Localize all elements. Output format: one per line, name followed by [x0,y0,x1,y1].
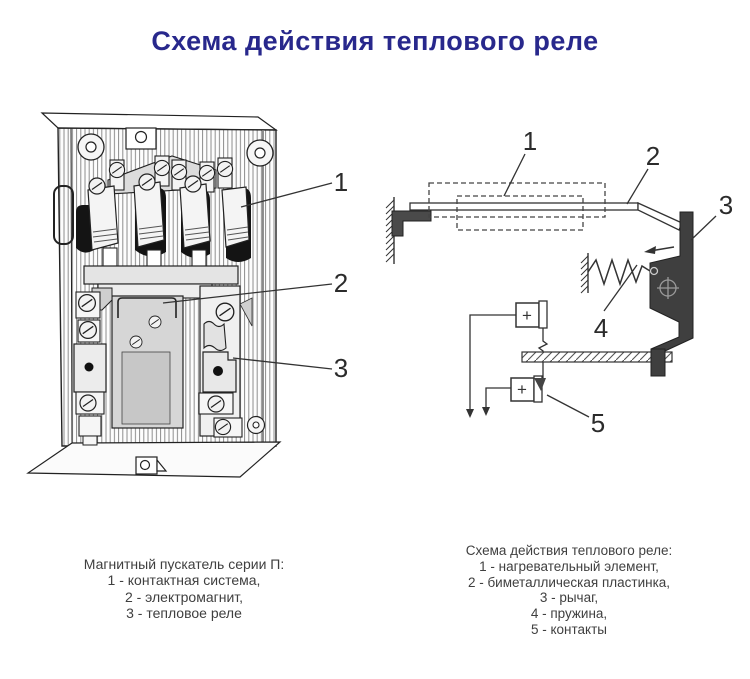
spring-attachment-pin [649,266,659,276]
contact-system [76,155,251,299]
leader-lines [503,153,717,418]
left-caption-item: 1 - контактная система, [107,572,261,589]
right-caption-heading: Схема действия теплового реле: [465,543,673,558]
thermal-relay-schematic: + + 1 2 3 4 5 [385,126,733,438]
thermal-relay-left [73,287,113,446]
wire-arrow-icon [482,407,490,416]
callout-electromagnet: 2 [334,268,348,298]
wire-loop [53,185,74,245]
callout-heater: 1 [523,126,537,156]
right-caption: Схема действия теплового реле: 1 - нагре… [419,543,719,638]
terminal-screw-icon [170,163,188,181]
contact-lower: + [510,375,546,403]
callout-bimetal-strip: 2 [646,141,660,171]
right-caption-item: 5 - контакты [530,621,607,637]
relay-screw-icon [207,395,225,413]
contact-screw-icon [88,177,106,195]
top-center-tab [125,127,157,150]
callout-spring: 4 [594,313,608,343]
relay-screw-icon [214,418,232,436]
contact-covers [87,181,250,251]
terminal-screw-icon [153,159,171,177]
plate-top-flap [40,112,278,131]
movement-arrow-icon [644,246,675,254]
contact-stems [102,247,207,271]
relay-screw-icon [77,293,97,313]
lever-pivot-icon [657,277,679,299]
callout-contacts: 5 [591,408,605,438]
spring [587,257,651,287]
electromagnet-screw-icon [129,335,143,349]
callout-thermal-relay: 3 [334,353,348,383]
bimetal-strip [409,202,639,211]
contact-screw-icon [138,173,156,191]
relay-screw-icon [79,394,97,412]
terminal-screw-icon [108,161,126,179]
page-title: Схема действия теплового реле [151,26,599,56]
spring-wall-anchor [580,253,589,294]
right-caption-item: 2 - биметаллическая пластинка, [467,574,671,590]
terminal-screw-icon [198,164,216,182]
callout-contact-system: 1 [334,167,348,197]
mounting-hole-right [246,139,274,167]
left-caption-heading: Магнитный пускатель серии П: [83,556,285,572]
electromagnet-screw-icon [148,315,162,329]
plate-left-edge [70,127,73,446]
lever-foot-over-bar [650,348,666,377]
strip-clamp-bracket [391,210,432,237]
relay-pin [213,366,223,376]
flange-bracket-tab [156,458,168,472]
contact-upper: + [515,300,548,329]
electromagnet [111,295,184,429]
contact-crossbar [83,265,239,285]
relay-screw-icon [78,320,98,340]
contact-tip [534,378,546,391]
terminal-screw-icon [216,160,234,178]
plus-icon: + [522,306,532,325]
left-caption-item: 2 - электромагнит, [124,588,244,605]
cover-ribs [92,225,249,243]
relay-screw-icon [215,302,235,322]
mounting-hole-left [77,133,105,161]
magnetic-starter-illustration: 1 2 3 [26,112,348,478]
contact-screw-icon [184,175,202,193]
leader-lines [162,182,333,370]
left-caption: Магнитный пускатель серии П: 1 - контакт… [34,556,334,622]
right-caption-item: 1 - нагревательный элемент, [479,558,659,574]
right-caption-item: 3 - рычаг, [539,590,599,606]
plus-icon: + [517,380,527,399]
thermal-relay-right [198,285,253,438]
right-caption-item: 4 - пружина, [530,606,608,622]
wire-arrow-icon [466,409,474,418]
callout-lever: 3 [719,190,733,220]
bimetal-strip-bent-end [637,201,683,231]
circuit-wires [469,314,516,410]
relay-pin [84,362,94,372]
flange-bracket-hole [139,459,151,471]
heater-dashed-outline [428,182,606,231]
insulating-bar [521,351,673,363]
left-caption-item: 3 - тепловое реле [126,605,242,622]
mounting-hole-bottom [246,415,266,435]
